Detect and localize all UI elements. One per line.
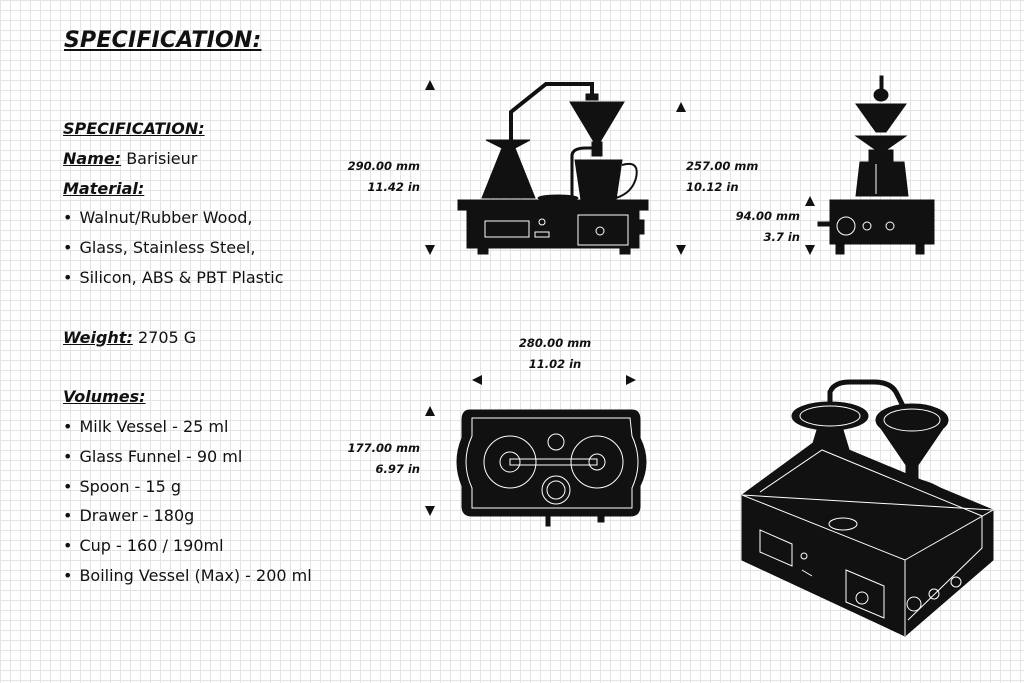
name-label: Name: [63,148,122,168]
arrow-left-icon [472,375,482,385]
material-item: Walnut/Rubber Wood, [63,203,383,233]
material-item: Glass, Stainless Steel, [63,233,383,263]
arrow-down-icon [805,245,815,255]
material-label: Material: [63,178,145,198]
volume-item: Glass Funnel - 90 ml [63,442,383,472]
volume-item: Cup - 160 / 190ml [63,531,383,561]
volume-item: Drawer - 180g [63,501,383,531]
volume-item: Milk Vessel - 25 ml [63,412,383,442]
arrow-right-icon [626,375,636,385]
arrow-up-icon [805,196,815,206]
name-value: Barisieur [126,148,198,168]
spec-heading: SPECIFICATION: [63,119,205,138]
volume-item: Spoon - 15 g [63,472,383,502]
material-item: Silicon, ABS & PBT Plastic [63,263,383,293]
spec-list: SPECIFICATION: Name: Barisieur Material:… [63,114,383,591]
page-title: SPECIFICATION: [64,28,262,53]
volumes-label: Volumes: [63,387,146,407]
name-row: Name: Barisieur [63,144,383,174]
arrow-up-icon [425,80,435,90]
arrow-down-icon [425,245,435,255]
arrow-down-icon [676,245,686,255]
weight-row: Weight: 2705 G [63,323,383,353]
volume-item: Boiling Vessel (Max) - 200 ml [63,561,383,591]
arrow-up-icon [425,406,435,416]
arrow-up-icon [676,102,686,112]
arrow-down-icon [425,506,435,516]
weight-label: Weight: [63,327,133,347]
weight-value: 2705 G [137,327,197,347]
